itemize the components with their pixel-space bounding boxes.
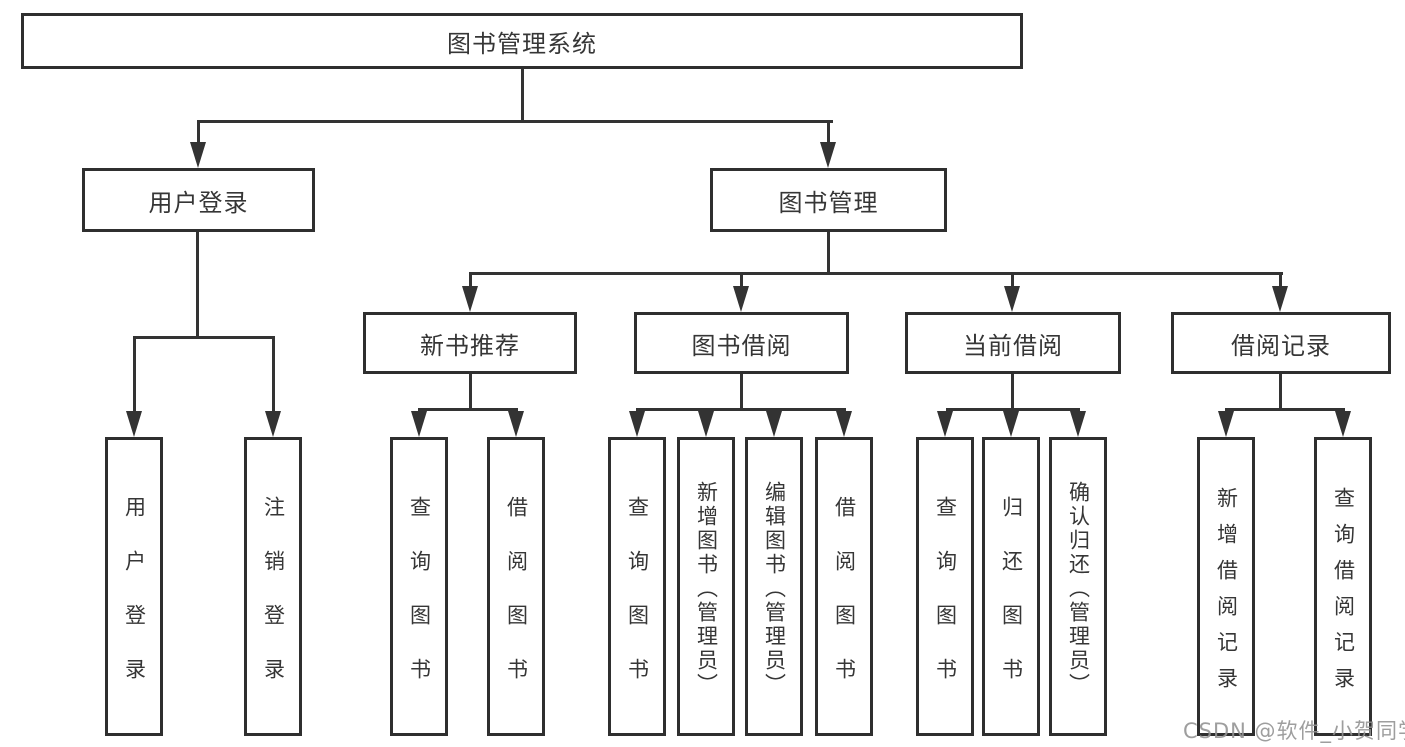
leaf-label: 用户登录	[122, 495, 147, 712]
leaf-label: 确认归还（管理员）	[1066, 480, 1091, 697]
connector-root-stem	[521, 69, 524, 122]
arrowhead-down-icon	[126, 411, 142, 437]
arrowhead-down-icon	[766, 411, 782, 437]
arrowhead-down-icon	[820, 142, 836, 168]
arrowhead-down-icon	[1070, 411, 1086, 437]
arrowhead-down-icon	[1272, 286, 1288, 312]
connector-group-stem	[1011, 374, 1014, 408]
leaf-label: 查询借阅记录	[1331, 486, 1356, 703]
leaf-confirm-return-admin: 确认归还（管理员）	[1049, 437, 1107, 736]
node-book-borrow: 图书借阅	[634, 312, 849, 374]
leaf-query-books: 查询图书	[916, 437, 974, 736]
node-label: 图书借阅	[691, 331, 792, 360]
arrowhead-down-icon	[733, 286, 749, 312]
leaf-label: 编辑图书（管理员）	[762, 480, 787, 697]
connector-drop	[740, 274, 743, 288]
leaf-label: 新增借阅记录	[1214, 486, 1239, 703]
node-new-book-recommend: 新书推荐	[363, 312, 577, 374]
connector-mgmt-stem	[827, 232, 830, 272]
node-label: 当前借阅	[963, 331, 1063, 360]
leaf-edit-books-admin: 编辑图书（管理员）	[745, 437, 803, 736]
node-root: 图书管理系统	[21, 13, 1023, 69]
leaf-return-books: 归还图书	[982, 437, 1040, 736]
connector-drop	[1279, 274, 1282, 288]
arrowhead-down-icon	[629, 411, 645, 437]
connector-group-stem	[1279, 374, 1282, 408]
leaf-label: 注销登录	[261, 495, 286, 712]
leaf-label: 借阅图书	[504, 495, 529, 712]
node-book-management-branch: 图书管理	[710, 168, 947, 232]
arrowhead-down-icon	[1335, 411, 1351, 437]
arrowhead-down-icon	[698, 411, 714, 437]
node-user-login-branch: 用户登录	[82, 168, 315, 232]
leaf-label: 归还图书	[999, 495, 1024, 712]
leaf-add-borrow-record: 新增借阅记录	[1197, 437, 1255, 736]
connector-group-stem	[469, 374, 472, 408]
connector-group-split	[1225, 408, 1345, 411]
arrowhead-down-icon	[1003, 411, 1019, 437]
connector-drop	[1011, 274, 1014, 288]
connector-group-split	[418, 408, 518, 411]
arrowhead-down-icon	[411, 411, 427, 437]
arrowhead-down-icon	[1004, 286, 1020, 312]
leaf-add-books-admin: 新增图书（管理员）	[677, 437, 735, 736]
connector-group-split	[636, 408, 846, 411]
leaf-label: 借阅图书	[832, 495, 857, 712]
arrowhead-down-icon	[836, 411, 852, 437]
node-label: 借阅记录	[1231, 331, 1331, 360]
connector-login-stem	[196, 232, 199, 336]
node-current-borrow: 当前借阅	[905, 312, 1121, 374]
connector-group-split	[946, 408, 1080, 411]
arrowhead-down-icon	[462, 286, 478, 312]
leaf-query-borrow-record: 查询借阅记录	[1314, 437, 1372, 736]
leaf-borrow-books: 借阅图书	[487, 437, 545, 736]
arrowhead-down-icon	[1218, 411, 1234, 437]
connector-drop	[133, 339, 136, 413]
leaf-query-books: 查询图书	[390, 437, 448, 736]
leaf-label: 查询图书	[933, 495, 958, 712]
leaf-label: 新增图书（管理员）	[694, 480, 719, 697]
connector-drop	[469, 274, 472, 288]
leaf-user-login: 用户登录	[105, 437, 163, 736]
node-root-label: 图书管理系统	[447, 29, 597, 58]
node-label: 新书推荐	[420, 331, 520, 360]
connector-drop	[197, 122, 200, 144]
node-label: 图书管理	[778, 188, 879, 217]
connector-group-stem	[740, 374, 743, 408]
arrowhead-down-icon	[190, 142, 206, 168]
arrowhead-down-icon	[265, 411, 281, 437]
leaf-label: 查询图书	[407, 495, 432, 712]
leaf-label: 查询图书	[625, 495, 650, 712]
connector-drop	[272, 339, 275, 413]
arrowhead-down-icon	[937, 411, 953, 437]
csdn-watermark: CSDN @软件_小贺同学	[1183, 719, 1405, 743]
connector-mgmt-split	[469, 272, 1283, 275]
connector-drop	[827, 122, 830, 144]
connector-login-split	[133, 336, 275, 339]
leaf-borrow-books: 借阅图书	[815, 437, 873, 736]
leaf-logout: 注销登录	[244, 437, 302, 736]
connector-level1-split	[197, 120, 833, 123]
leaf-query-books: 查询图书	[608, 437, 666, 736]
node-label: 用户登录	[148, 188, 249, 217]
node-borrow-records: 借阅记录	[1171, 312, 1391, 374]
arrowhead-down-icon	[508, 411, 524, 437]
